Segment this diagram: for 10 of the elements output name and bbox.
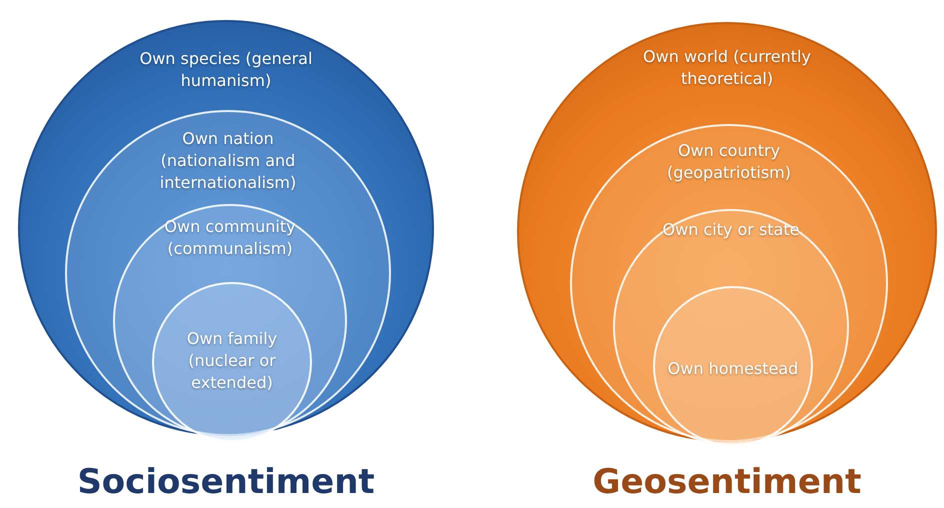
circle-label: Own homestead xyxy=(666,358,800,380)
circle-label: Own country (geopatriotism) xyxy=(666,140,792,184)
diagram-heading: Sociosentiment xyxy=(77,462,375,502)
circle-label: Own species (general humanism) xyxy=(138,48,314,92)
circle-label: Own family (nuclear or extended) xyxy=(186,328,278,394)
circle-label: Own nation (nationalism and internationalism) xyxy=(158,128,298,194)
circle-label: Own community (communalism) xyxy=(163,216,297,260)
circle-label: Own world (currently theoretical) xyxy=(642,46,812,90)
circle-label: Own city or state xyxy=(662,219,800,241)
diagram-heading: Geosentiment xyxy=(592,462,862,502)
